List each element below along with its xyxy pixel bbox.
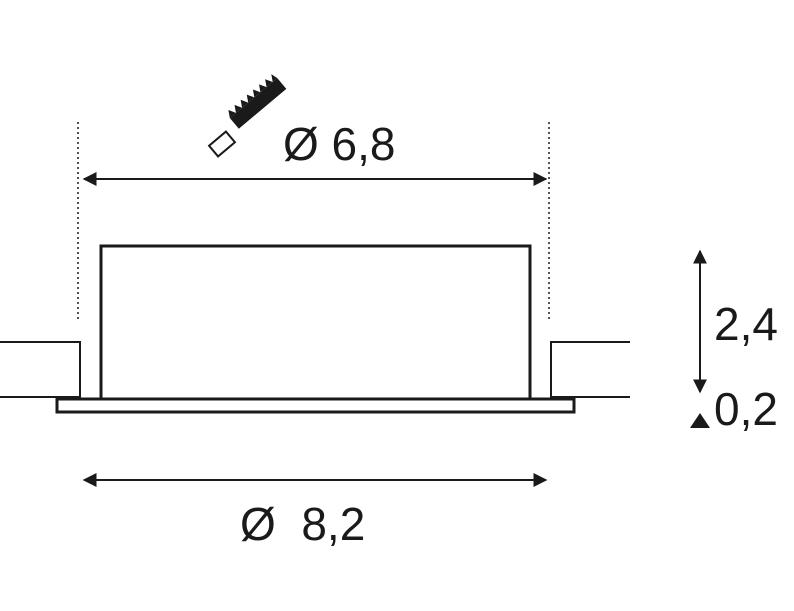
flange-height-label: 0,2 [714,383,778,435]
flange-height-arrowhead [690,413,710,428]
fixture-body [99,244,532,401]
saw-blade-icon [207,74,287,158]
outer-diameter-label: Ø 8,2 [240,498,365,550]
ceiling-left [0,341,81,398]
cutout-diameter-label: Ø 6,8 [283,118,396,170]
fixture-flange [55,397,576,414]
body-height-label: 2,4 [714,298,778,350]
ceiling-right [550,341,630,398]
